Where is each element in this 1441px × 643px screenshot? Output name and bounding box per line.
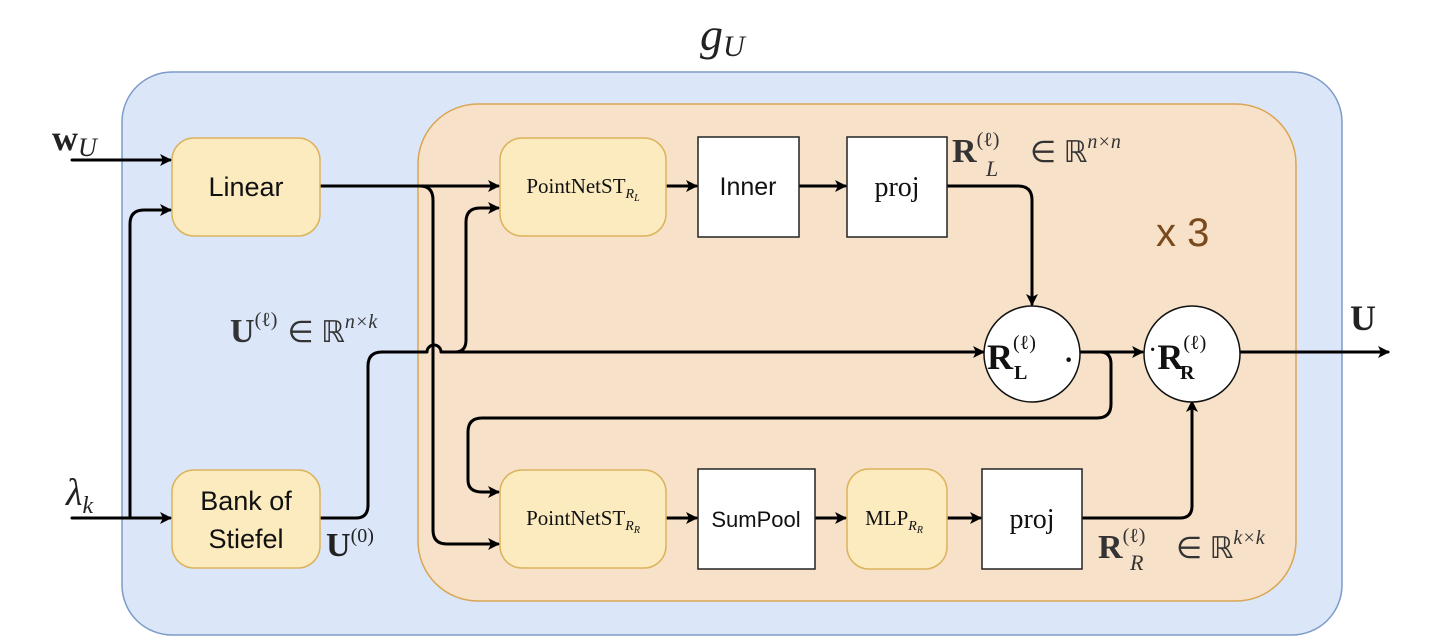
R-R-sup: (ℓ) bbox=[1123, 525, 1146, 547]
U-ell-exp: n×k bbox=[345, 311, 378, 333]
proj-top-label: proj bbox=[874, 172, 919, 203]
wire-U-to-pointnet-L bbox=[453, 202, 500, 354]
wU-main: w bbox=[52, 118, 78, 158]
U-ell-rest: ∈ ℝ bbox=[287, 316, 345, 349]
pointnet-L-subsub: L bbox=[633, 193, 640, 204]
left-operator-node: R(ℓ) L · bbox=[983, 305, 1081, 403]
R-L-label: R(ℓ) L ∈ ℝn×n bbox=[952, 129, 1121, 181]
inner-block: Inner bbox=[697, 136, 800, 238]
input-lambda-label: λk bbox=[65, 472, 93, 519]
left-op-sub: L bbox=[1014, 362, 1027, 384]
wire-left-op-to-pointnet-R bbox=[466, 350, 1113, 498]
R-R-rest: ∈ ℝ bbox=[1176, 532, 1234, 565]
right-operator-label: ·R(ℓ)R bbox=[1148, 332, 1206, 384]
R-L-main: R bbox=[952, 133, 977, 170]
U-0-label: U(0) bbox=[326, 525, 374, 564]
proj-bottom-label: proj bbox=[1009, 504, 1054, 535]
diagram-title: gU bbox=[700, 9, 747, 63]
pointnet-R-subsub: R bbox=[633, 525, 640, 536]
left-op-dot: · bbox=[1064, 345, 1073, 376]
linear-block: Linear bbox=[171, 137, 321, 237]
pointnet-L-label: PointNetSTRL bbox=[526, 174, 640, 204]
mlp-main: MLP bbox=[865, 506, 908, 530]
U-ell-main: U bbox=[230, 313, 255, 350]
U-0-sup: (0) bbox=[351, 525, 374, 547]
title-sub: U bbox=[723, 30, 747, 63]
wire-linear-to-pointnet-R bbox=[418, 184, 500, 550]
pointnet-L-sub: R bbox=[625, 187, 635, 202]
R-L-sub: L bbox=[985, 156, 998, 181]
wire-lambda-to-linear bbox=[128, 204, 172, 520]
proj-bottom-block: proj bbox=[981, 468, 1083, 570]
pointnet-L-main: PointNetST bbox=[526, 174, 625, 198]
linear-label: Linear bbox=[208, 172, 283, 202]
left-operator-label: R(ℓ) L · bbox=[987, 332, 1073, 384]
input-wU-label: wU bbox=[52, 118, 99, 162]
U-0-main: U bbox=[326, 527, 351, 564]
output-U-label: U bbox=[1350, 298, 1376, 338]
wire-bank-to-left-op bbox=[318, 343, 985, 520]
proj-top-block: proj bbox=[846, 136, 948, 238]
right-operator-node: ·R(ℓ)R bbox=[1143, 305, 1241, 403]
title-main: g bbox=[700, 9, 723, 60]
bank-label-line2: Stiefel bbox=[208, 524, 283, 554]
mlp-subsub: R bbox=[916, 525, 923, 536]
wire-proj-bottom-to-right-op bbox=[1080, 400, 1198, 520]
right-op-sup: (ℓ) bbox=[1183, 332, 1206, 354]
bank-of-stiefel-block: Bank of Stiefel bbox=[171, 469, 321, 569]
lambda-sub: k bbox=[82, 493, 93, 519]
left-op-main: R bbox=[987, 337, 1014, 377]
mlp-block: MLPRR bbox=[846, 468, 948, 570]
sumpool-label: SumPool bbox=[711, 507, 800, 532]
R-L-exp: n×n bbox=[1087, 131, 1121, 153]
inner-label: Inner bbox=[720, 173, 777, 201]
bank-label-line1: Bank of bbox=[200, 486, 292, 516]
pointnet-R-label: PointNetSTRR bbox=[526, 506, 640, 536]
R-R-exp: k×k bbox=[1233, 527, 1265, 549]
right-op-sub: R bbox=[1180, 362, 1195, 384]
R-L-sup: (ℓ) bbox=[977, 129, 1000, 151]
left-op-sup: (ℓ) bbox=[1013, 332, 1036, 354]
lambda-main: λ bbox=[65, 472, 82, 514]
R-L-rest: ∈ ℝ bbox=[1030, 136, 1088, 169]
right-op-main: R bbox=[1157, 337, 1184, 377]
pointnet-R-block: PointNetSTRR bbox=[499, 469, 667, 569]
repeat-label: x 3 bbox=[1156, 211, 1209, 255]
R-R-main: R bbox=[1098, 529, 1123, 566]
R-R-label: R(ℓ)R∈ ℝk×k bbox=[1098, 525, 1266, 575]
R-R-sub: R bbox=[1129, 550, 1144, 575]
sumpool-block: SumPool bbox=[697, 468, 816, 570]
U-ell-label: U(ℓ) ∈ ℝn×k bbox=[230, 309, 378, 350]
wire-proj-top-to-left-op bbox=[945, 184, 1038, 306]
right-op-dot: · bbox=[1148, 335, 1157, 366]
U-ell-sup: (ℓ) bbox=[255, 309, 278, 331]
pointnet-R-sub: R bbox=[624, 519, 634, 534]
pointnet-L-block: PointNetSTRL bbox=[499, 137, 667, 237]
wU-sub: U bbox=[78, 133, 99, 162]
pointnet-R-main: PointNetST bbox=[526, 506, 625, 530]
mlp-label: MLPRR bbox=[865, 506, 923, 536]
mlp-sub: R bbox=[907, 519, 917, 534]
